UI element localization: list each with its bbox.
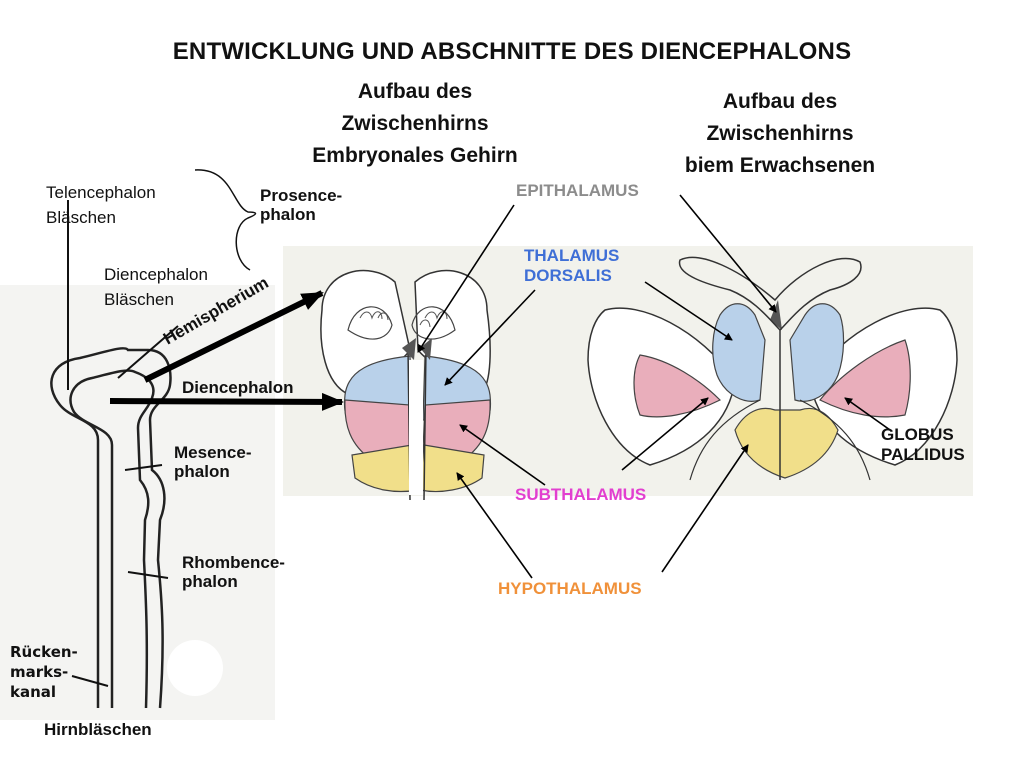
adult-heading: Aufbau des Zwischenhirns biem Erwachsene…: [630, 86, 930, 182]
mesencephalon-label: Mesence- phalon: [174, 443, 251, 481]
telencephalon-line: Telencephalon: [46, 183, 156, 202]
mesencephalon-line: phalon: [174, 462, 230, 481]
hirnblaeschen-label: Hirnbläschen: [44, 720, 152, 739]
rueckenmarkskanal-line: Rücken-: [10, 643, 78, 661]
prosencephalon-line: phalon: [260, 205, 316, 224]
globus-pallidus-line: PALLIDUS: [881, 445, 965, 464]
rhombencephalon-label: Rhombence- phalon: [182, 553, 285, 591]
embryonic-section: [320, 269, 492, 501]
rhombencephalon-line: Rhombence-: [182, 553, 285, 572]
globus-pallidus-line: GLOBUS: [881, 425, 954, 444]
prosencephalon-line: Prosence-: [260, 186, 343, 205]
diencephalon-blaeschen-line: Bläschen: [104, 290, 174, 309]
subthalamus-label: SUBTHALAMUS: [515, 485, 647, 504]
prosencephalon-label: Prosence- phalon: [260, 186, 342, 224]
thalamus-dorsalis-line: THALAMUS: [524, 246, 620, 265]
rueckenmarkskanal-label: Rücken- marks- kanal: [10, 642, 78, 702]
embryo-heading-line: Aufbau des: [357, 80, 473, 103]
hemispherium-arrow: [143, 290, 324, 383]
panel-hole: [167, 640, 223, 696]
embryo-panel: [0, 285, 275, 720]
diencephalon-blaeschen-line: Diencephalon: [104, 265, 208, 284]
adult-section: [587, 256, 958, 481]
thalamus-dorsalis-line: DORSALIS: [524, 266, 612, 285]
adult-heading-line: biem Erwachsenen: [684, 154, 876, 177]
rueckenmarkskanal-line: marks-: [10, 663, 69, 681]
tube-leader-lines: [67, 200, 179, 687]
page-title: ENTWICKLUNG UND ABSCHNITTE DES DIENCEPHA…: [172, 38, 852, 65]
adult-heading-line: Aufbau des: [722, 90, 838, 113]
embryo-heading-line: Embryonales Gehirn: [312, 144, 518, 167]
mesencephalon-line: Mesence-: [174, 443, 252, 462]
rhombencephalon-line: phalon: [182, 572, 238, 591]
diencephalon-blaeschen-label: Diencephalon Bläschen: [104, 262, 208, 312]
rueckenmarkskanal-line: kanal: [10, 683, 57, 701]
diencephalon-label: Diencephalon: [182, 378, 294, 397]
globus-pallidus-label: GLOBUS PALLIDUS: [881, 425, 965, 465]
hypothalamus-label: HYPOTHALAMUS: [498, 579, 642, 598]
diencephalon-arrow: [109, 392, 344, 411]
embryo-heading-line: Zwischenhirns: [341, 112, 489, 135]
embryo-heading: Aufbau des Zwischenhirns Embryonales Geh…: [260, 76, 570, 172]
adult-heading-line: Zwischenhirns: [706, 122, 854, 145]
thalamus-dorsalis-label: THALAMUS DORSALIS: [524, 246, 619, 286]
region-pointers: [417, 194, 891, 579]
telencephalon-line: Bläschen: [46, 208, 116, 227]
prosencephalon-brace: [194, 169, 257, 271]
telencephalon-label: Telencephalon Bläschen: [46, 180, 156, 230]
epithalamus-label: EPITHALAMUS: [516, 181, 639, 200]
